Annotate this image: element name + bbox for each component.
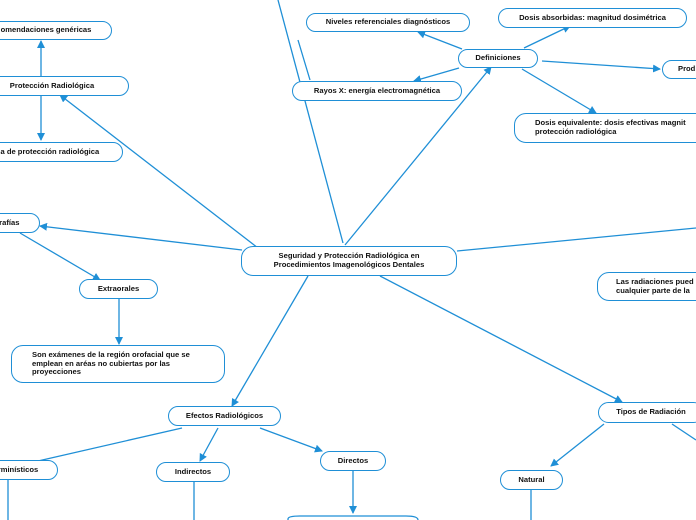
edge-center-right xyxy=(456,227,696,252)
edge-efectos-indir xyxy=(199,427,219,462)
edge-center-radiografias xyxy=(39,222,243,251)
edge-def-niveles xyxy=(417,30,463,50)
edge-tipos-right xyxy=(671,423,696,441)
node-dosis-absorbidas[interactable]: Dosis absorbidas: magnitud dosimétrica xyxy=(498,8,687,28)
node-prod[interactable]: Prod xyxy=(662,60,696,79)
node-center[interactable]: Seguridad y Protección Radiológica en Pr… xyxy=(241,246,457,276)
node-natural[interactable]: Natural xyxy=(500,470,563,490)
node-examenes[interactable]: Son exámenes de la región orofacial que … xyxy=(11,345,225,383)
node-definiciones[interactable]: Definiciones xyxy=(458,49,538,68)
edge-def-dosiseq xyxy=(521,68,597,114)
edge-def-rayos xyxy=(413,67,460,83)
node-deterministicos[interactable]: rminísticos xyxy=(0,460,58,480)
node-radiaciones[interactable]: Las radiaciones pued cualquier parte de … xyxy=(597,272,696,301)
node-tipos[interactable]: Tipos de Radiación xyxy=(598,402,696,423)
edge-offscreen-top xyxy=(277,0,344,244)
edge-center-definiciones xyxy=(344,66,492,246)
edge-def-dosisabs xyxy=(523,25,571,49)
node-programa[interactable]: ma de protección radiológica xyxy=(0,142,123,162)
node-extraorales[interactable]: Extraorales xyxy=(79,279,158,299)
edge-efectos-dir xyxy=(259,427,323,453)
edge-center-efectos xyxy=(231,275,309,407)
edge-center-proteccion xyxy=(59,94,259,249)
edge-def-prod xyxy=(541,60,661,73)
node-niveles[interactable]: Niveles referenciales diagnósticos xyxy=(306,13,470,32)
node-recomendaciones[interactable]: omendaciones genéricas xyxy=(0,21,112,40)
node-directos[interactable]: Directos xyxy=(320,451,386,471)
node-rayos-x[interactable]: Rayos X: energía electromagnética xyxy=(292,81,462,101)
edge-center-tipos xyxy=(379,275,623,403)
node-dosis-equivalente[interactable]: Dosis equivalente: dosis efectivas magni… xyxy=(514,113,696,143)
edge-tipos-natural xyxy=(550,423,605,467)
node-proteccion[interactable]: Protección Radiológica xyxy=(0,76,129,96)
node-efectos[interactable]: Efectos Radiológicos xyxy=(168,406,281,426)
node-radiografias[interactable]: grafías xyxy=(0,213,40,233)
node-partial-bottom xyxy=(287,515,419,520)
node-indirectos[interactable]: Indirectos xyxy=(156,462,230,482)
edge-rad-extra xyxy=(19,232,101,281)
edge-center-rayos xyxy=(297,39,311,81)
edge-efectos-determ xyxy=(37,427,183,462)
